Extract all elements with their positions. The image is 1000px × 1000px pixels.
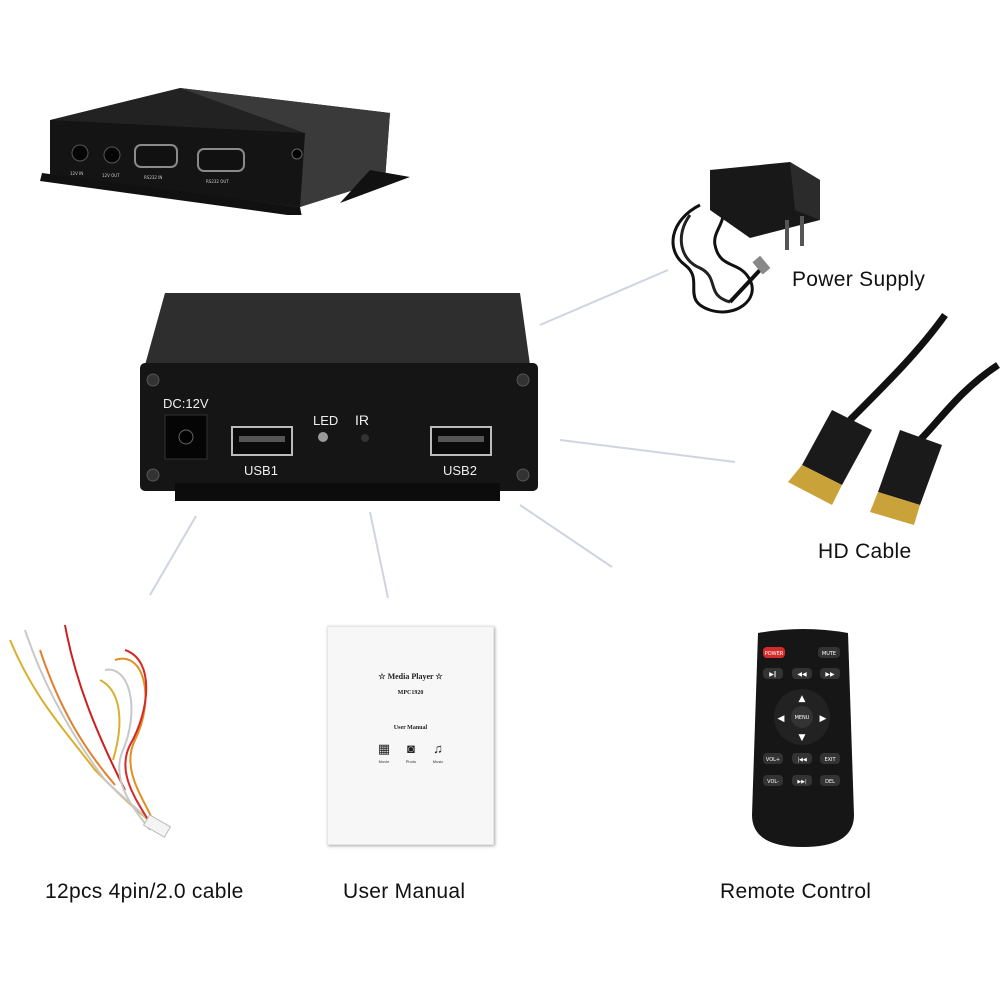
music-note-icon: ♫: [433, 741, 443, 756]
manual-icon-label-movie: Movie: [378, 759, 390, 764]
power-supply-adapter: [671, 162, 820, 314]
media-player-rear-view: 12V IN 12V OUT RS232 IN RS232 OUT: [40, 88, 410, 215]
svg-text:▶▶: ▶▶: [825, 671, 835, 678]
exit-button-label: EXIT: [824, 757, 836, 763]
led-label: LED: [313, 413, 338, 428]
manual-icon-label-music: Music: [432, 759, 444, 764]
user-manual-booklet: ☆ Media Player ☆ MPC1920 User Manual ▦ ◙…: [327, 626, 494, 845]
line-to-remote: [519, 504, 613, 568]
svg-text:▶‖: ▶‖: [769, 671, 777, 678]
hd-cable: [788, 312, 1000, 525]
usb1-label: USB1: [244, 463, 278, 478]
manual-cover-title: ☆ Media Player ☆: [378, 672, 443, 681]
hd-cable-label: HD Cable: [818, 540, 912, 563]
remote-control-label: Remote Control: [720, 880, 872, 903]
camera-icon: ◙: [407, 741, 415, 756]
media-player-front-view: DC:12V USB1 LED IR USB2: [140, 293, 538, 501]
cable-label: 12pcs 4pin/2.0 cable: [45, 880, 244, 903]
user-manual-label: User Manual: [343, 880, 466, 903]
manual-cover-subtitle: User Manual: [393, 725, 428, 731]
menu-button-label: MENU: [795, 715, 810, 721]
usb2-label: USB2: [443, 463, 477, 478]
vol-up-button-label: VOL+: [766, 757, 780, 763]
power-supply-label: Power Supply: [792, 268, 926, 291]
port-label-rs232-out: RS232 OUT: [206, 179, 229, 184]
film-icon: ▦: [377, 741, 391, 756]
port-label-12v-in: 12V IN: [70, 171, 83, 176]
manual-cover-model: MPC1920: [397, 690, 424, 696]
port-label-12v-out: 12V OUT: [102, 173, 120, 178]
svg-text:▶: ▶: [820, 714, 827, 724]
line-to-power-supply: [539, 269, 669, 326]
line-to-manual: [369, 511, 389, 599]
ir-label: IR: [355, 412, 369, 428]
mute-button-label: MUTE: [822, 651, 836, 657]
svg-text:|◀◀: |◀◀: [797, 757, 807, 763]
line-to-hd-cable: [559, 439, 736, 463]
svg-text:◀◀: ◀◀: [797, 671, 807, 678]
4pin-cable-bundle: [9, 624, 172, 838]
svg-text:▼: ▼: [799, 733, 806, 743]
power-button-label: POWER: [765, 651, 784, 657]
dc-12v-label: DC:12V: [163, 396, 209, 411]
manual-icon-label-photo: Photo: [405, 759, 417, 764]
svg-text:▶▶|: ▶▶|: [797, 779, 807, 785]
remote-control: POWER MUTE ▶‖ ◀◀ ▶▶ MENU ▲ ▼ ◀ ▶ VOL+ |◀◀ EXI…: [752, 629, 854, 847]
svg-text:▲: ▲: [799, 694, 806, 704]
vol-down-button-label: VOL-: [767, 779, 779, 785]
del-button-label: DEL: [825, 779, 835, 785]
line-to-cable: [149, 515, 197, 596]
port-label-rs232-in: RS232 IN: [144, 175, 162, 180]
svg-text:◀: ◀: [778, 714, 785, 724]
